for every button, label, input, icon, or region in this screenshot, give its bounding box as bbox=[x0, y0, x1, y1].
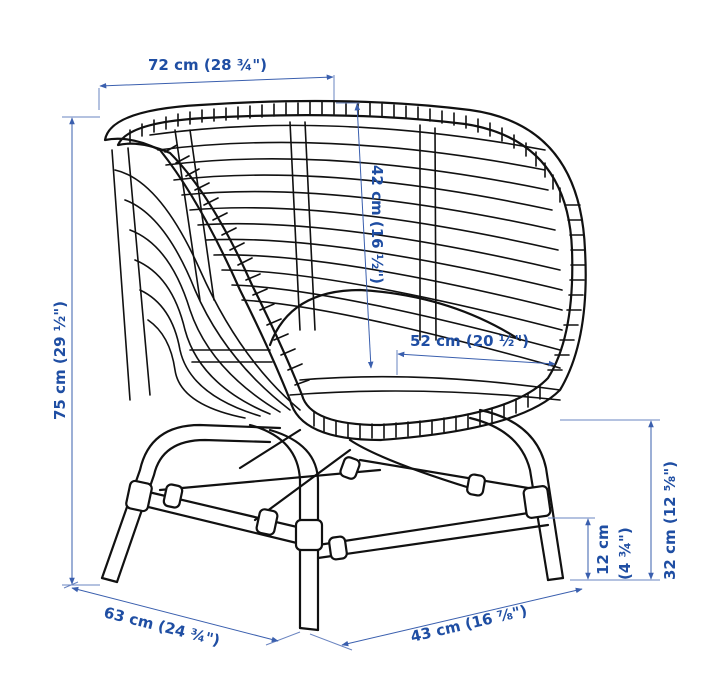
rim-coils bbox=[129, 101, 586, 439]
chair-drawing bbox=[100, 99, 587, 632]
dimension-seat-height: 32 cm (12 ⅝") bbox=[560, 419, 679, 581]
total-height-label: 75 cm (29 ½") bbox=[51, 301, 69, 420]
chair-rim bbox=[103, 99, 587, 442]
dimension-depth: 63 cm (24 ¾") bbox=[63, 581, 301, 650]
depth-label: 63 cm (24 ¾") bbox=[102, 603, 222, 649]
width-label: 72 cm (28 ¾") bbox=[148, 56, 267, 74]
dimension-base-width: 43 cm (16 ⅞") bbox=[309, 587, 583, 651]
chair-base bbox=[100, 408, 565, 632]
chair-side-panel bbox=[111, 147, 301, 419]
dimension-total-height: 75 cm (29 ½") bbox=[51, 116, 100, 586]
dimension-back-height: 42 cm (16 ½") bbox=[336, 102, 386, 369]
dimension-seat-depth: 52 cm (20 ½") bbox=[396, 332, 556, 375]
seat-depth-label: 52 cm (20 ½") bbox=[410, 332, 529, 350]
back-height-label: 42 cm (16 ½") bbox=[368, 165, 386, 284]
seat-height-label: 32 cm (12 ⅝") bbox=[661, 461, 679, 580]
stretcher-height-cm-label: 12 cm bbox=[594, 524, 612, 575]
dimension-stretcher-height: 12 cm (4 ¾") bbox=[548, 517, 634, 580]
stretcher-height-in-label: (4 ¾") bbox=[616, 527, 634, 580]
base-width-label: 43 cm (16 ⅞") bbox=[409, 602, 529, 646]
dimension-width: 72 cm (28 ¾") bbox=[98, 56, 335, 110]
chair-backrest bbox=[149, 121, 563, 401]
